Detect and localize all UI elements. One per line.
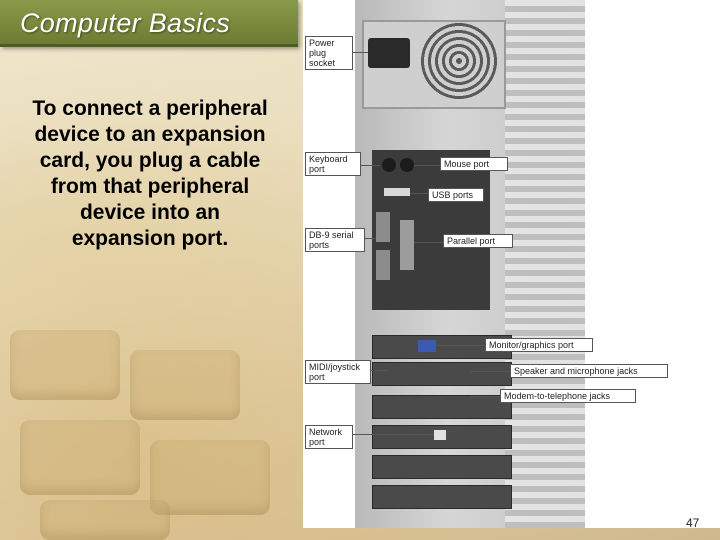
label-network-port: Network port: [305, 425, 353, 449]
tower-vent-grille: [505, 0, 585, 528]
callout-line: [470, 371, 510, 372]
io-panel: [372, 150, 490, 310]
callout-line: [370, 370, 388, 371]
keyboard-key-shape: [150, 440, 270, 515]
callout-line: [410, 193, 428, 194]
label-parallel-port: Parallel port: [443, 234, 513, 248]
label-usb-ports: USB ports: [428, 188, 484, 202]
label-mouse-port: Mouse port: [440, 157, 508, 171]
expansion-slot: [372, 395, 512, 419]
callout-line: [470, 396, 500, 397]
label-power-plug-socket: Power plug socket: [305, 36, 353, 70]
expansion-slot: [372, 455, 512, 479]
usb-port: [384, 188, 410, 196]
label-modem-telephone-jacks: Modem-to-telephone jacks: [500, 389, 636, 403]
network-jack: [434, 430, 446, 440]
callout-line: [436, 345, 485, 346]
parallel-port-shape: [400, 220, 414, 270]
label-monitor-graphics-port: Monitor/graphics port: [485, 338, 593, 352]
callout-line: [352, 52, 368, 53]
power-socket: [368, 38, 410, 68]
fan-grille: [420, 22, 498, 100]
callout-line: [352, 434, 434, 435]
keyboard-key-shape: [40, 500, 170, 540]
serial-port: [376, 250, 390, 280]
label-keyboard-port: Keyboard port: [305, 152, 361, 176]
ps2-port: [382, 158, 396, 172]
page-number: 47: [686, 516, 700, 530]
keyboard-key-shape: [20, 420, 140, 495]
callout-line: [414, 165, 440, 166]
slide-title: Computer Basics: [20, 8, 231, 38]
callout-line: [414, 242, 443, 243]
expansion-slot: [372, 362, 512, 386]
keyboard-key-shape: [130, 350, 240, 420]
serial-port: [376, 212, 390, 242]
label-db9-serial-ports: DB-9 serial ports: [305, 228, 365, 252]
label-midi-joystick-port: MIDI/joystick port: [305, 360, 371, 384]
callout-line: [364, 238, 376, 239]
slide-body-text: To connect a peripheral device to an exp…: [32, 97, 268, 250]
expansion-slot: [372, 485, 512, 509]
title-bar: Computer Basics: [0, 0, 298, 47]
ps2-port: [400, 158, 414, 172]
vga-port: [418, 340, 436, 352]
callout-line: [360, 165, 380, 166]
label-speaker-microphone-jacks: Speaker and microphone jacks: [510, 364, 668, 378]
keyboard-key-shape: [10, 330, 120, 400]
